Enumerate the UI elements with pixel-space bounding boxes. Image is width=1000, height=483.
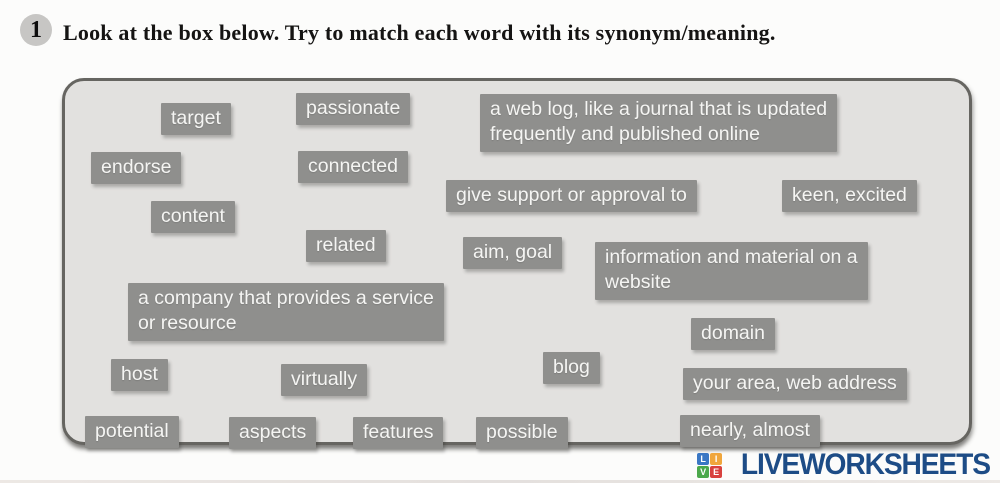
word-tile-connected[interactable]: connected bbox=[298, 151, 408, 184]
word-tile-passionate-def[interactable]: keen, excited bbox=[782, 180, 917, 213]
word-tile-potential[interactable]: potential bbox=[85, 416, 179, 449]
icon-tile-i: I bbox=[710, 452, 723, 465]
word-tile-endorse-def[interactable]: give support or approval to bbox=[446, 180, 697, 213]
word-tile-target-def[interactable]: aim, goal bbox=[463, 237, 563, 270]
word-tile-content[interactable]: content bbox=[151, 201, 235, 234]
icon-tile-l: L bbox=[697, 452, 710, 465]
word-tile-blog[interactable]: blog bbox=[543, 352, 600, 385]
word-tile-host[interactable]: host bbox=[111, 359, 168, 392]
word-tile-passionate[interactable]: passionate bbox=[296, 93, 411, 126]
exercise-header: 1 Look at the box below. Try to match ea… bbox=[0, 0, 1000, 60]
word-tile-blog-def[interactable]: a web log, like a journal that is update… bbox=[480, 94, 838, 152]
word-tile-host-def[interactable]: a company that provides a service or res… bbox=[128, 283, 444, 341]
word-tile-virtually[interactable]: virtually bbox=[281, 364, 368, 397]
page-bottom-edge bbox=[0, 480, 1000, 483]
word-tile-related[interactable]: related bbox=[306, 230, 386, 263]
word-tile-aspects[interactable]: aspects bbox=[229, 417, 317, 450]
word-match-box: target passionate a web log, like a journa… bbox=[62, 78, 972, 450]
word-tile-domain-def[interactable]: your area, web address bbox=[683, 368, 907, 401]
word-tile-domain[interactable]: domain bbox=[691, 318, 775, 351]
word-tile-possible[interactable]: possible bbox=[476, 417, 568, 450]
icon-tile-v: V bbox=[697, 465, 710, 478]
word-tile-target[interactable]: target bbox=[161, 103, 231, 136]
word-tile-content-def[interactable]: information and material on a website bbox=[595, 242, 868, 300]
word-tile-features[interactable]: features bbox=[353, 417, 444, 450]
icon-tile-e: E bbox=[710, 465, 723, 478]
exercise-number-badge: 1 bbox=[20, 14, 52, 46]
word-tile-endorse[interactable]: endorse bbox=[91, 152, 182, 185]
word-tile-virtually-def[interactable]: nearly, almost bbox=[680, 415, 820, 448]
liveworksheets-wordmark: LIVEWORKSHEETS bbox=[741, 448, 991, 481]
exercise-instruction: Look at the box below. Try to match each… bbox=[63, 20, 776, 45]
